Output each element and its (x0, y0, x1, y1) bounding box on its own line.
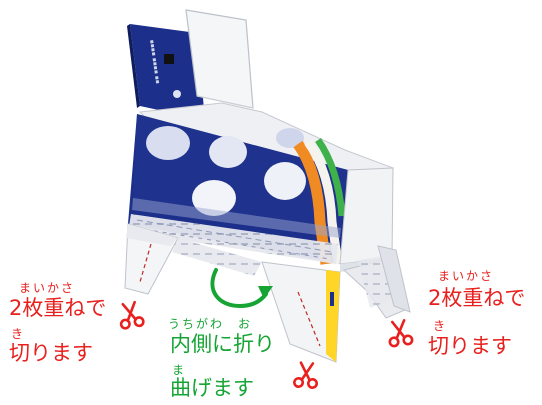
left-ruby-mid: き (11, 327, 26, 341)
right-line2: 切ります (428, 334, 512, 358)
front-leg-left (124, 223, 179, 295)
left-line1: 2枚重ねで (9, 296, 107, 320)
center-line1: 内側に折り (170, 332, 275, 356)
right-ruby-top: まいかさ (438, 269, 495, 283)
front-leg-right (261, 261, 341, 363)
left-ruby-top: まいかさ (19, 281, 76, 295)
right-line1: 2枚重ねで (428, 286, 526, 310)
package-front-face (128, 114, 348, 265)
left-line2: 切ります (9, 341, 93, 365)
back-tab-left: ▪▪▪▪ ▪▪▪▪ ▪▪ (127, 24, 205, 120)
right-ruby-mid: き (433, 319, 448, 333)
scissors-icon (385, 318, 414, 348)
center-ruby-mid: ま (172, 363, 187, 377)
center-ruby-top: うちがわ お (168, 317, 253, 331)
curved-arrow-icon (210, 268, 273, 309)
scissors-icon (292, 360, 320, 390)
back-tab-right (185, 9, 254, 109)
center-line2: 曲げます (170, 376, 254, 400)
inner-fold-strip (172, 238, 262, 276)
scissors-icon (116, 299, 146, 331)
back-legs (342, 245, 411, 319)
